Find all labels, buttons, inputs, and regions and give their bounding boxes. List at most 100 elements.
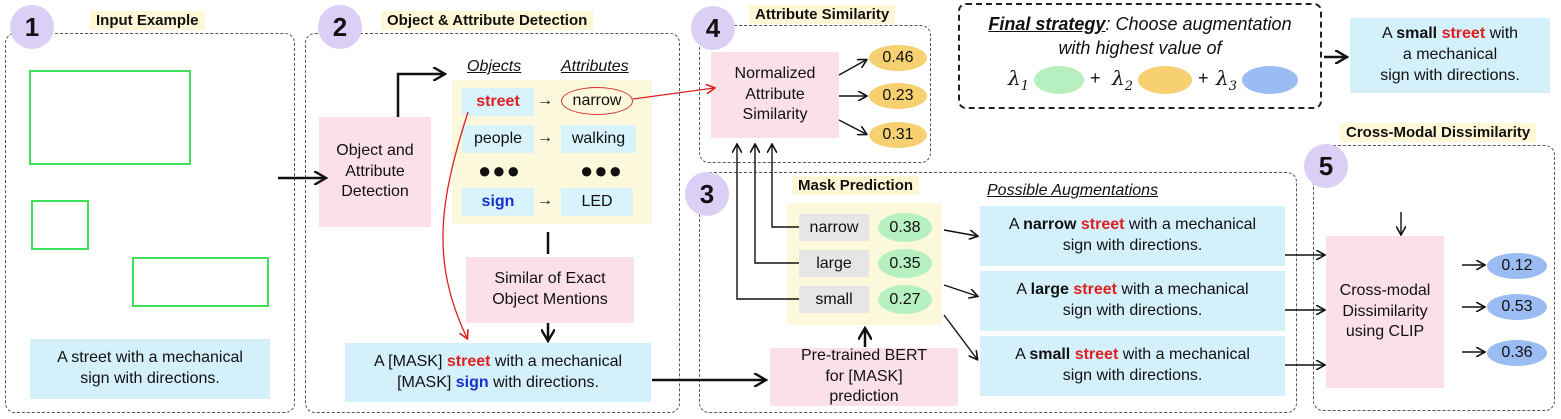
bert-box: Pre-trained BERT for [MASK] prediction (770, 347, 958, 406)
attribute-led: LED (561, 188, 633, 216)
aug-text: sign with directions. (1062, 302, 1203, 319)
row-arrow: → (537, 129, 553, 146)
candidate-score: 0.35 (878, 249, 932, 278)
augmentation-sentence: A small street with a mechanical sign wi… (980, 336, 1285, 396)
result-text: a mechanical (1402, 46, 1498, 64)
arrow (737, 145, 799, 300)
blue-score-oval (1242, 66, 1298, 94)
input-example-title: Input Example (90, 11, 205, 30)
detection-box-1 (29, 70, 191, 165)
green-score-oval (1034, 66, 1084, 94)
candidate-word: narrow (799, 214, 869, 241)
detection-box-3 (132, 257, 269, 307)
objects-ellipsis: ●●● (478, 158, 521, 183)
masked-sentence: A [MASK] street with a mechanical [MASK]… (345, 343, 651, 402)
aug-prefix: A (1016, 281, 1031, 299)
object-attribute-detection-box: Object and Attribute Detection (319, 117, 431, 227)
aug-object: street (1074, 346, 1119, 364)
attribute-similarity-panel (699, 25, 931, 163)
final-strategy-label: Final strategy (988, 14, 1106, 34)
augmentation-sentence: A large street with a mechanical sign wi… (980, 271, 1285, 331)
final-strategy-text-1: : Choose augmentation (1105, 14, 1292, 34)
attributes-header: Attributes (561, 58, 629, 75)
plus-sign: + (1090, 68, 1101, 88)
result-attribute: small (1396, 25, 1438, 43)
similar-object-mentions-box: Similar of Exact Object Mentions (466, 257, 634, 323)
cross-modal-title: Cross-Modal Dissimilarity (1340, 123, 1537, 142)
candidate-score: 0.38 (878, 213, 932, 242)
aug-text: sign with directions. (1062, 237, 1203, 254)
attribute-walking: walking (561, 125, 636, 153)
normalized-attribute-similarity-box: Normalized Attribute Similarity (711, 52, 839, 138)
input-caption: A street with a mechanical sign with dir… (30, 339, 270, 399)
panel-number-2: 2 (318, 5, 362, 49)
masked-word-street: street (446, 352, 491, 370)
arrow (396, 74, 444, 117)
aug-attribute: large (1030, 281, 1069, 299)
result-prefix: A (1381, 25, 1397, 43)
arrow (442, 111, 468, 338)
mask-prediction-panel (699, 172, 1297, 413)
candidate-word: small (799, 286, 869, 313)
yellow-score-oval (1138, 66, 1192, 94)
attribute-score: 0.23 (869, 83, 927, 109)
object-street: street (462, 88, 534, 116)
final-strategy-box (958, 3, 1322, 109)
augmentation-sentence: A narrow street with a mechanical sign w… (980, 206, 1285, 266)
aug-text: sign with directions. (1062, 367, 1203, 384)
possible-augmentations-header: Possible Augmentations (987, 182, 1159, 199)
lambda-2: λ2 (1112, 66, 1133, 94)
panel-number-3: 3 (685, 172, 729, 216)
objects-header: Objects (467, 58, 522, 75)
candidate-score: 0.27 (878, 285, 932, 314)
aug-object: street (1073, 281, 1117, 299)
result-object: street (1441, 25, 1486, 43)
arrow (755, 145, 799, 264)
aug-text: with a mechanical (1116, 281, 1249, 299)
clip-score: 0.12 (1487, 253, 1547, 279)
masked-text-2: with a mechanical (490, 352, 623, 370)
object-people: people (462, 125, 534, 153)
masked-word-sign: sign (455, 373, 489, 391)
arrow (943, 229, 977, 236)
aug-attribute: small (1029, 346, 1071, 364)
aug-prefix: A (1015, 346, 1030, 364)
attribute-narrow: narrow (561, 87, 633, 115)
object-attribute-panel (305, 33, 680, 413)
attribute-score: 0.46 (869, 45, 927, 71)
plus-sign: + (1198, 68, 1209, 88)
aug-text: with a mechanical (1118, 346, 1250, 364)
masked-text-3: [MASK] (397, 373, 456, 391)
attribute-similarity-title: Attribute Similarity (749, 5, 896, 24)
mask-prediction-title: Mask Prediction (792, 176, 920, 195)
attributes-ellipsis: ●●● (580, 158, 623, 183)
masked-text-1: A [MASK] (373, 352, 447, 370)
result-text: sign with directions. (1380, 66, 1520, 84)
detection-box-2 (31, 200, 89, 250)
aug-object: street (1080, 216, 1125, 234)
panel-number-4: 4 (691, 6, 735, 50)
object-sign: sign (462, 188, 534, 216)
row-arrow: → (537, 192, 553, 209)
lambda-1: λ1 (1008, 66, 1029, 94)
arrow (772, 145, 799, 228)
arrow (838, 60, 866, 76)
result-sentence: A small street with a mechanical sign wi… (1350, 18, 1550, 93)
panel-number-1: 1 (10, 5, 54, 49)
arrow (632, 88, 714, 100)
arrow (943, 284, 977, 296)
attribute-score: 0.31 (869, 122, 927, 148)
masked-text-4: with directions. (488, 373, 599, 391)
cross-modal-clip-box: Cross-modal Dissimilarity using CLIP (1326, 236, 1444, 388)
clip-score: 0.53 (1487, 294, 1547, 320)
panel-number-5: 5 (1304, 144, 1348, 188)
row-arrow: → (537, 92, 553, 109)
object-attribute-title: Object & Attribute Detection (381, 11, 594, 30)
arrow (943, 314, 977, 359)
aug-text: with a mechanical (1124, 216, 1257, 234)
input-example-panel (5, 33, 295, 413)
candidate-word: large (799, 250, 869, 277)
result-text: with (1485, 25, 1519, 43)
final-strategy-line-2: with highest value of (1058, 38, 1222, 58)
